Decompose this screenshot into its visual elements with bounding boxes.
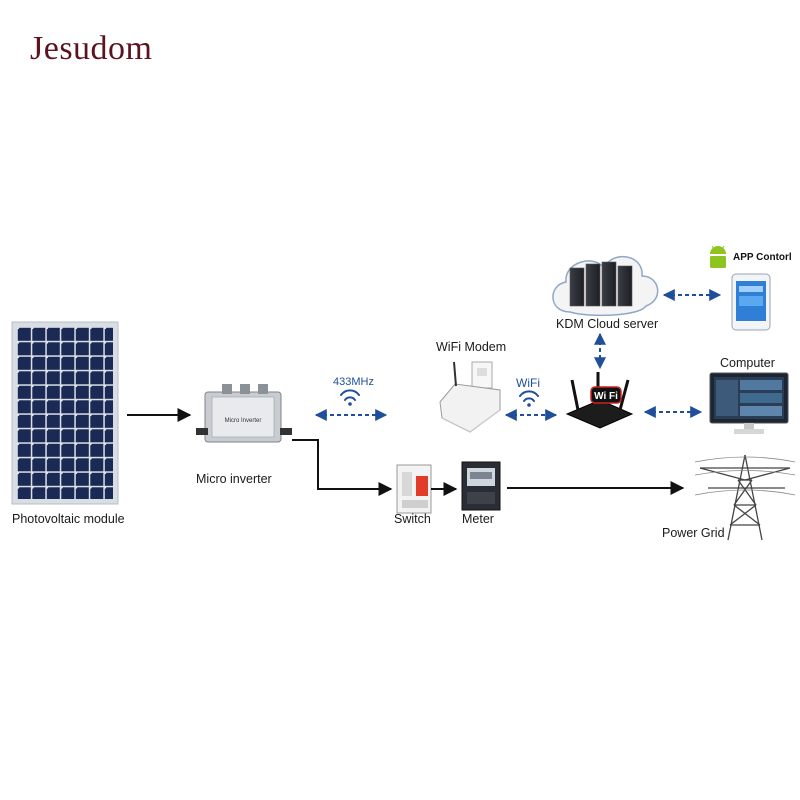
switch-icon [396,464,432,514]
wireless-433mhz-icon [340,389,360,406]
android-icon [710,245,726,268]
computer-icon [709,372,789,434]
computer-label: Computer [720,356,775,370]
app-control-label: APP Contorl [733,252,792,263]
pv-panel-icon [11,321,119,505]
wifi-signal-icon [519,390,539,407]
freq-433-label: 433MHz [333,376,374,388]
micro-inverter-icon: Micro Inverter [196,384,292,443]
wifi-modem-label: WiFi Modem [436,340,507,354]
router-wifi-label: Wi Fi [594,391,618,402]
phone-icon [731,273,771,331]
power-grid-label: Power Grid [662,526,725,540]
power-tower-icon [694,454,796,541]
meter-label: Meter [462,512,494,526]
cloud-server-icon [552,255,659,317]
switch-label: Switch [394,512,431,526]
cloud-server-label: KDM Cloud server [556,317,659,331]
meter-icon [461,461,501,511]
pv-module-label: Photovoltaic module [12,512,125,526]
micro-inverter-label: Micro inverter [196,472,272,486]
wifi-label: WiFi [516,376,540,390]
router-icon: Wi Fi [565,372,634,429]
wifi-modem-icon [439,361,501,433]
arrow-inverter-to-switch [292,439,393,496]
brand-logo: Jesudom [30,30,153,67]
inverter-face-label: Micro Inverter [225,418,262,424]
